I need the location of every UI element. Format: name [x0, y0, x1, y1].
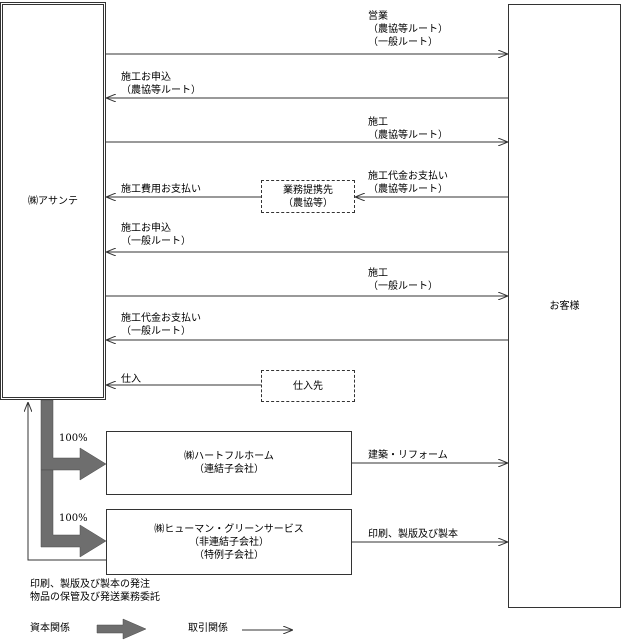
legend-capital-label: 資本関係	[30, 623, 70, 634]
heartful-home-box: ㈱ハートフルホーム （連結子会社）	[106, 431, 352, 495]
capital-arrow-hf	[40, 399, 107, 481]
arrow-outsourcing	[28, 402, 106, 561]
human-green-special: （特例子会社）	[194, 549, 264, 561]
label-apply-coop: 施工お申込 （農協等ルート）	[121, 72, 201, 96]
human-green-type: （非連結子会社）	[189, 536, 269, 548]
legend-capital-arrow	[96, 618, 147, 640]
customer-box: お客様	[508, 4, 621, 608]
label-cost-payment: 施工費用お支払い	[121, 184, 201, 195]
supplier-box: 仕入先	[261, 370, 355, 402]
partner-box: 業務提携先 （農協等）	[261, 180, 355, 213]
label-payment-general: 施工代金お支払い （一般ルート）	[121, 313, 201, 337]
label-pct-hg: 100%	[59, 513, 88, 524]
legend-transaction-label: 取引関係	[188, 623, 228, 634]
capital-arrow-hg	[40, 469, 107, 558]
heartful-home-name: ㈱ハートフルホーム	[184, 451, 274, 462]
company-name: ㈱アサンテ	[28, 195, 78, 207]
label-hg-service: 印刷、製版及び製本	[368, 529, 458, 540]
heartful-home-type: （連結子会社）	[194, 464, 264, 475]
label-pct-hf: 100%	[59, 433, 88, 444]
label-purchase: 仕入	[121, 374, 141, 385]
partner-type: （農協等）	[283, 197, 333, 209]
company-box: ㈱アサンテ	[0, 2, 106, 400]
label-outsourcing: 印刷、製版及び製本の発注 物品の保管及び発送業務委託	[30, 579, 160, 603]
partner-name: 業務提携先	[283, 184, 333, 196]
label-construct-general: 施工 （一般ルート）	[368, 268, 438, 292]
label-payment-to-coop: 施工代金お支払い （農協等ルート）	[368, 171, 448, 195]
customer-name: お客様	[549, 300, 580, 312]
human-green-box: ㈱ヒューマン・グリーンサービス （非連結子会社） （特例子会社）	[106, 509, 352, 575]
label-sales: 営業 （農協等ルート） （一般ルート）	[368, 11, 448, 48]
human-green-name: ㈱ヒューマン・グリーンサービス	[154, 523, 304, 535]
label-hf-service: 建築・リフォーム	[368, 450, 448, 461]
supplier-name: 仕入先	[293, 380, 323, 392]
label-apply-general: 施工お申込 （一般ルート）	[121, 223, 191, 247]
label-construct-coop: 施工 （農協等ルート）	[368, 117, 448, 141]
